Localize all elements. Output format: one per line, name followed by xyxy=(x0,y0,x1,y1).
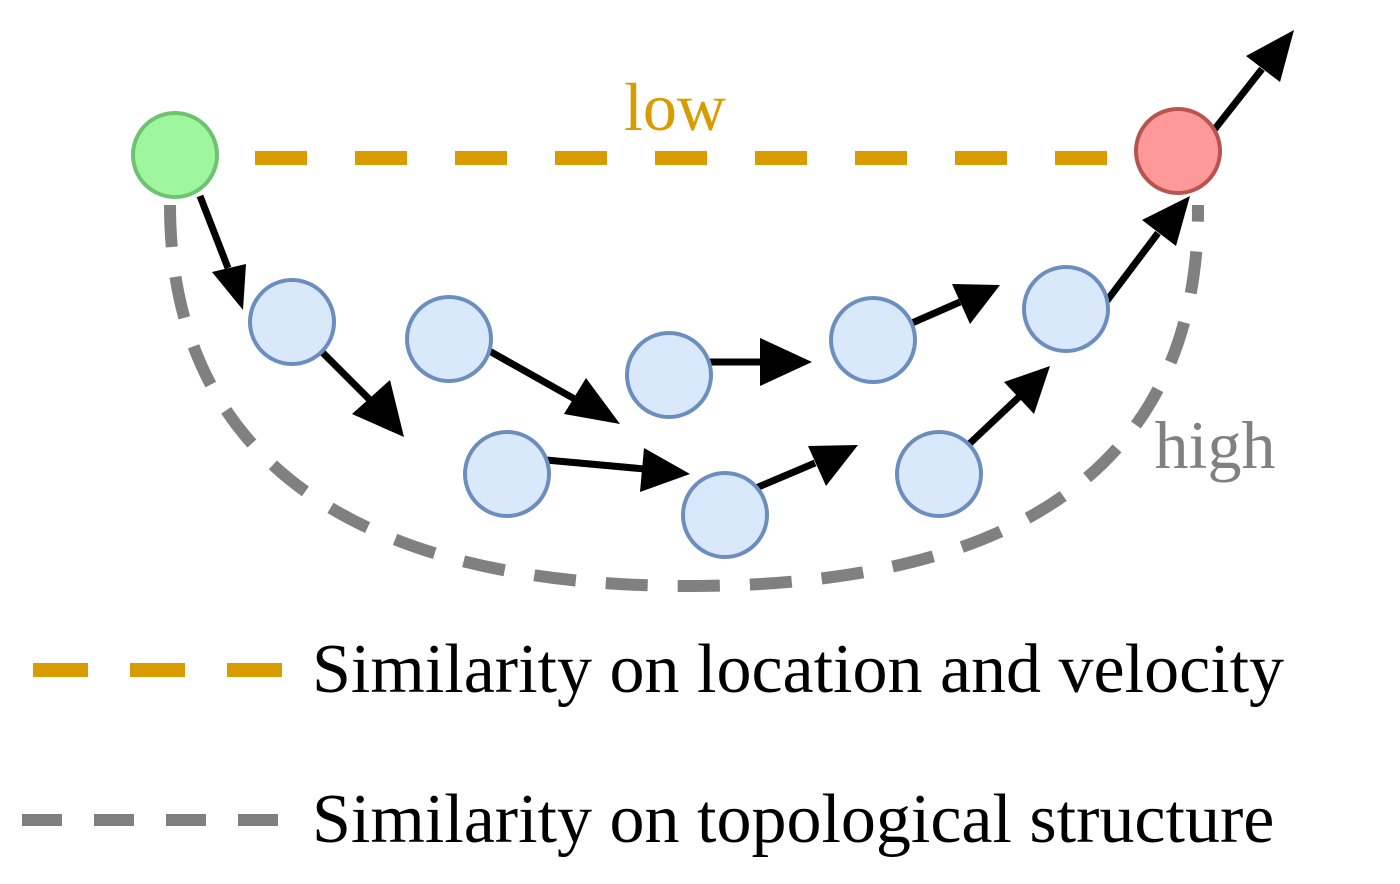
arrow-8 xyxy=(963,393,1023,450)
arrow-2-head xyxy=(352,380,404,437)
arrow-4-head xyxy=(640,448,690,492)
arrow-3-head xyxy=(564,378,620,424)
arrow-1-head xyxy=(212,264,246,310)
node-3 xyxy=(625,331,713,419)
trajectory-arrows xyxy=(196,30,1294,492)
start-node xyxy=(131,111,219,199)
node-1 xyxy=(248,278,336,366)
node-6 xyxy=(829,296,917,384)
arrow-10 xyxy=(1211,66,1265,133)
high-similarity-curve xyxy=(164,204,1205,593)
arrow-1 xyxy=(196,194,232,270)
arrow-3 xyxy=(482,344,582,406)
end-node xyxy=(1134,107,1222,195)
node-5 xyxy=(681,471,769,559)
low-label: low xyxy=(624,69,726,145)
arrow-9 xyxy=(1103,230,1161,305)
arrow-4 xyxy=(545,456,646,473)
arrow-6 xyxy=(754,459,817,492)
arrow-9-head xyxy=(1142,196,1190,246)
legend-high-text: Similarity on topological structure xyxy=(312,781,1274,858)
node-4 xyxy=(463,430,551,518)
legend: Similarity on location and velocity Simi… xyxy=(22,631,1284,858)
node-7 xyxy=(895,430,983,518)
arrow-2 xyxy=(319,349,373,403)
high-label: high xyxy=(1155,407,1276,483)
arrow-5-head xyxy=(760,338,812,386)
arrow-6-head xyxy=(808,445,858,486)
intermediate-nodes xyxy=(248,265,1110,559)
arrow-7-head xyxy=(952,284,1000,324)
arrow-7 xyxy=(910,298,962,327)
legend-low-text: Similarity on location and velocity xyxy=(312,631,1284,708)
arrow-10-head xyxy=(1246,30,1294,82)
node-8 xyxy=(1022,265,1110,353)
node-2 xyxy=(405,295,493,383)
arrow-8-head xyxy=(1004,366,1050,414)
